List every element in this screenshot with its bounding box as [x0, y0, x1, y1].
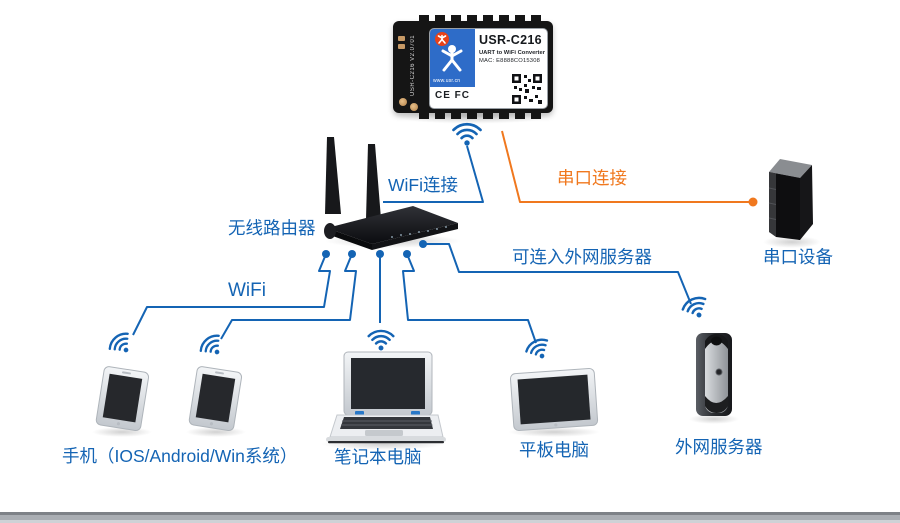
laptop-illustration [326, 351, 446, 444]
label-server: 外网服务器 [675, 437, 763, 457]
label-wifi-link: WiFi连接 [388, 175, 458, 195]
module-pad-round [410, 103, 418, 111]
phone2-illustration [188, 366, 243, 432]
footer-bar [0, 515, 900, 520]
module-title: USR-C216 [479, 33, 542, 47]
server-illustration [696, 333, 732, 416]
label-phones: 手机（IOS/Android/Win系统） [62, 446, 298, 466]
wifi-icon-phone1 [105, 328, 138, 361]
label-serial-link: 串口连接 [557, 168, 627, 188]
qr-code-icon [511, 73, 543, 105]
label-laptop: 笔记本电脑 [334, 447, 422, 467]
module-pad-round [399, 98, 407, 106]
wifi-icon-tablet [522, 335, 555, 365]
label-router: 无线路由器 [228, 218, 316, 238]
label-wifi: WiFi [228, 280, 266, 301]
link-server [423, 243, 692, 305]
wifi-module: USR-C216 V2.0701 www.usr.cn USR-C216 UAR… [393, 12, 553, 120]
footer-bar-bottom-line [0, 520, 900, 523]
module-pad [398, 36, 405, 41]
label-tablet: 平板电脑 [519, 440, 589, 460]
serial-device-illustration [768, 159, 813, 240]
module-pad [398, 44, 405, 49]
module-subtitle: UART to WiFi Converter [479, 50, 545, 56]
wifi-icon-module [452, 122, 482, 148]
wifi-connection-lines [132, 145, 692, 344]
serial-connection-line [501, 130, 758, 207]
phone1-illustration [95, 366, 150, 432]
usr-figure-icon [441, 49, 463, 72]
router-illustration [324, 137, 458, 250]
link-phone2 [220, 253, 357, 340]
module-mac: MAC: E8888CO15308 [479, 58, 541, 64]
wifi-link-line [383, 145, 484, 203]
link-tablet [402, 253, 537, 344]
module-cert-marks: CE FC [435, 90, 470, 101]
module-castellations-bottom [419, 112, 547, 119]
wifi-icon-laptop [367, 329, 395, 352]
footer-bar-top-line [0, 512, 900, 515]
label-serial-device: 串口设备 [763, 247, 833, 267]
module-castellations-top [419, 15, 547, 22]
wifi-icon-server [679, 293, 713, 324]
module-side-text: USR-C216 V2.0701 [410, 34, 416, 96]
link-phone1 [132, 253, 331, 336]
usr-logo-icon [435, 32, 463, 72]
module-label-sticker: www.usr.cn USR-C216 UART to WiFi Convert… [429, 28, 548, 109]
tablet-illustration [509, 367, 599, 432]
label-wan-link: 可连入外网服务器 [512, 247, 652, 267]
module-website: www.usr.cn [433, 78, 461, 84]
